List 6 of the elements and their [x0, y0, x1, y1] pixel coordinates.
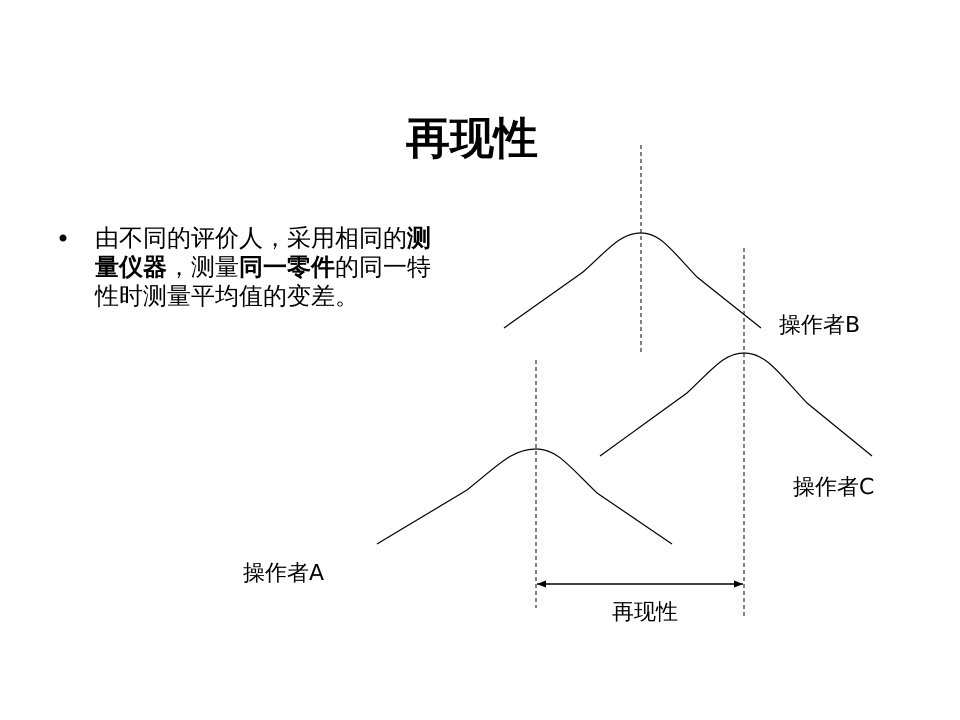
slide-title: 再现性: [406, 115, 538, 164]
curve-label: 操作者C: [793, 475, 874, 502]
curve-label: 操作者B: [779, 313, 860, 340]
curve-label: 操作者A: [243, 561, 324, 588]
bullet-text: 由不同的评价人，采用相同的测量仪器，测量同一零件的同一特性时测量平均值的变差。: [95, 224, 432, 311]
dimension-label: 再现性: [612, 600, 678, 626]
